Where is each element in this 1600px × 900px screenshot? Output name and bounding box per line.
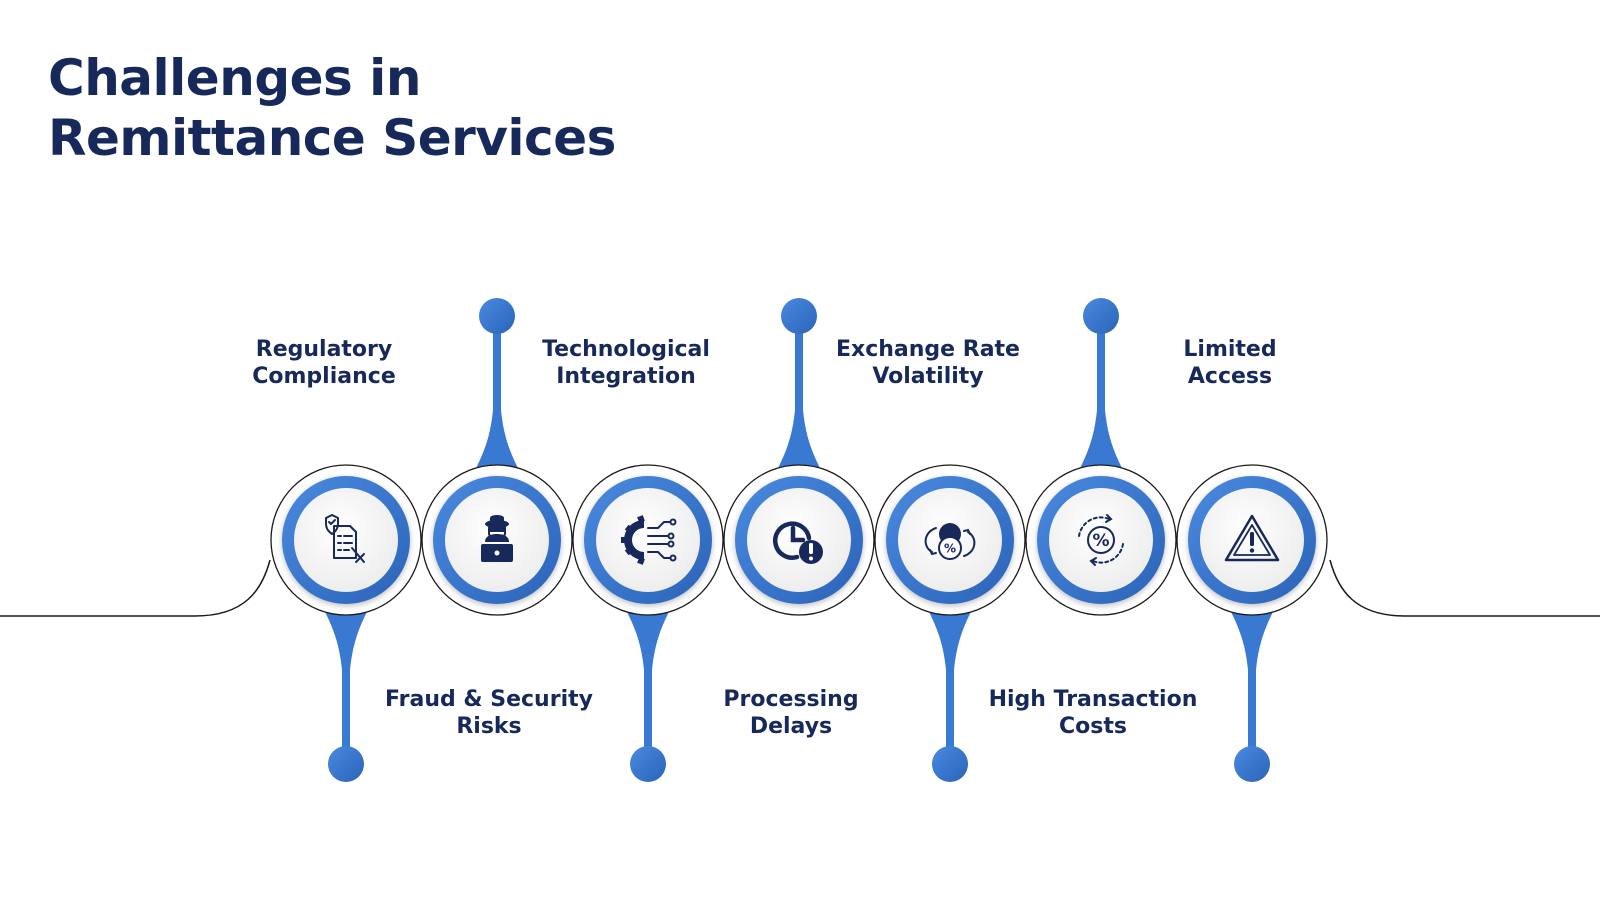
pin-stem: [759, 330, 839, 505]
pin-stem: [306, 575, 386, 750]
clock-alert-icon: [772, 521, 823, 564]
step-label-line-2: Costs: [1059, 714, 1127, 739]
step-node: [270, 464, 422, 782]
step-label-line-1: Limited: [1183, 337, 1277, 362]
step-label-line-2: Risks: [456, 714, 522, 739]
icon-disc: [294, 488, 398, 592]
pin-stem: [457, 330, 537, 505]
title-line-2: Remittance Services: [48, 109, 616, 167]
step-label-line-2: Integration: [556, 364, 696, 389]
step-label-line-1: Fraud & Security: [385, 687, 593, 712]
title-line-1: Challenges in: [48, 49, 421, 107]
step-label-line-1: Regulatory: [255, 337, 393, 362]
step-node: [421, 298, 573, 616]
step-label-line-1: Exchange Rate: [836, 337, 1020, 362]
pin-stem: [1061, 330, 1141, 505]
pin-ball: [1234, 746, 1270, 782]
percent-cycle-icon: %: [1078, 514, 1124, 566]
step-label-line-2: Delays: [749, 714, 833, 739]
icon-disc: [1049, 488, 1153, 592]
pin-ball: [479, 298, 515, 334]
step-node: %: [1025, 298, 1177, 616]
svg-text:%: %: [944, 542, 956, 556]
pin-ball: [1083, 298, 1119, 334]
step-label-line-1: High Transaction: [988, 687, 1198, 712]
step-node: %: [874, 464, 1026, 782]
connector-line-right: [1329, 559, 1600, 617]
step-label-line-1: Processing: [723, 687, 859, 712]
step-node: [723, 298, 875, 616]
pin-ball: [328, 746, 364, 782]
step-label-line-2: Compliance: [252, 364, 396, 389]
connector-line-left: [0, 559, 271, 617]
pin-stem: [608, 575, 688, 750]
checklist-shield-icon: [325, 514, 365, 563]
page-title: Challenges in Remittance Services: [48, 48, 616, 168]
pin-ball: [932, 746, 968, 782]
pin-stem: [910, 575, 990, 750]
icon-disc: [596, 488, 700, 592]
currency-exchange-icon: %: [924, 523, 976, 560]
step-label-line-2: Volatility: [872, 364, 984, 389]
pin-ball: [781, 298, 817, 334]
step-label-line-2: Access: [1187, 364, 1273, 389]
step-node: [572, 464, 724, 782]
pin-ball: [630, 746, 666, 782]
gear-circuit-icon: [621, 515, 677, 565]
step-label-line-1: Technological: [542, 337, 710, 362]
pin-stem: [1212, 575, 1292, 750]
hacker-laptop-icon: [481, 515, 513, 562]
svg-text:%: %: [1092, 531, 1109, 551]
step-node: [1176, 464, 1328, 782]
warning-triangle-icon: [1224, 514, 1280, 562]
